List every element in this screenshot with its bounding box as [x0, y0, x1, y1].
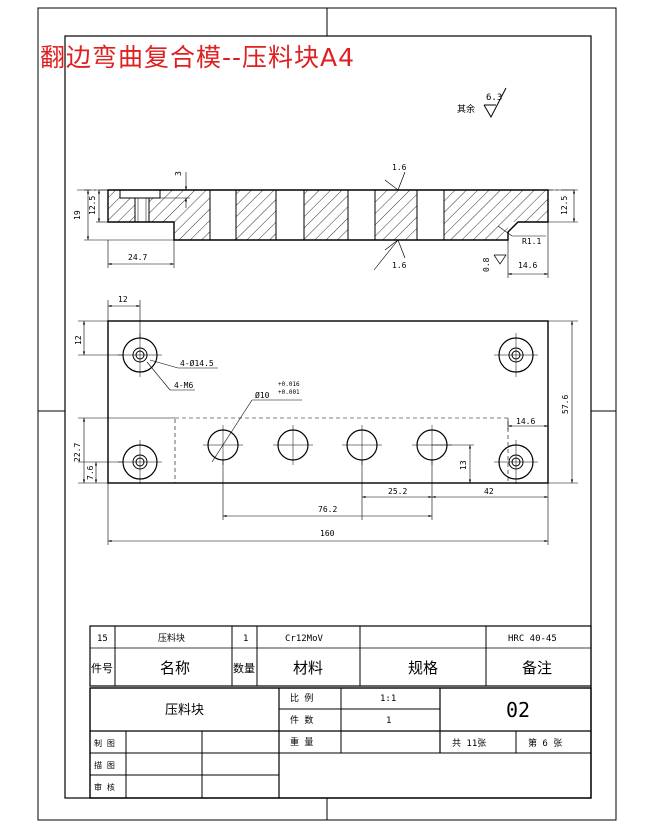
svg-text:件号: 件号 [91, 662, 113, 675]
svg-text:14.6: 14.6 [518, 261, 537, 270]
svg-text:24.7: 24.7 [128, 253, 147, 262]
svg-text:4-M6: 4-M6 [174, 381, 193, 390]
drawing-title: 翻边弯曲复合模--压料块A4 [40, 43, 356, 72]
svg-text:57.6: 57.6 [561, 395, 570, 414]
svg-text:压料块: 压料块 [165, 703, 204, 718]
svg-text:6.3: 6.3 [486, 93, 502, 103]
svg-text:共 11张: 共 11张 [452, 738, 486, 749]
svg-text:12: 12 [118, 295, 128, 304]
svg-text:1.6: 1.6 [392, 163, 407, 172]
svg-text:重 量: 重 量 [290, 736, 313, 748]
svg-text:3: 3 [174, 171, 183, 176]
svg-text:名称: 名称 [160, 659, 190, 677]
svg-text:材料: 材料 [293, 659, 323, 677]
svg-text:件 数: 件 数 [290, 714, 313, 726]
svg-text:160: 160 [320, 529, 335, 538]
svg-text:比 例: 比 例 [290, 692, 313, 704]
svg-text:Ø10: Ø10 [255, 390, 270, 400]
roughness-symbol: 其余 6.3 [457, 87, 507, 119]
svg-text:+0.001: +0.001 [278, 389, 300, 396]
section-view: 19 12.5 24.7 3 12.5 R1.1 0.8 14.6 1.6 1.… [73, 163, 578, 278]
svg-text:4-Ø14.5: 4-Ø14.5 [180, 358, 214, 368]
svg-text:13: 13 [459, 460, 468, 470]
svg-text:14.6: 14.6 [516, 417, 535, 426]
svg-text:第 6 张: 第 6 张 [528, 737, 562, 749]
parts-list: 15 压料块 1 Cr12MoV HRC 40-45 件号 名称 数量 材料 规… [89, 625, 592, 687]
svg-text:42: 42 [484, 487, 494, 496]
svg-text:审 核: 审 核 [94, 782, 115, 792]
svg-text:15: 15 [97, 634, 108, 644]
title-block: 压料块 比 例 1:1 件 数 1 重 量 02 共 11张 第 6 张 制 图… [89, 687, 592, 799]
svg-text:1:1: 1:1 [380, 694, 396, 704]
svg-text:其余: 其余 [457, 103, 475, 115]
svg-text:7.6: 7.6 [86, 465, 95, 480]
svg-text:0.8: 0.8 [482, 257, 491, 272]
svg-text:制 图: 制 图 [94, 738, 115, 748]
svg-text:25.2: 25.2 [388, 487, 407, 496]
plan-view: 12 12 4-Ø14.5 4-M6 Ø10 +0.016 +0.001 57.… [73, 295, 578, 545]
svg-text:1: 1 [243, 634, 248, 644]
svg-text:规格: 规格 [408, 659, 438, 677]
svg-text:19: 19 [73, 210, 82, 220]
svg-text:02: 02 [506, 698, 530, 722]
svg-text:数量: 数量 [233, 662, 255, 675]
svg-text:12.5: 12.5 [88, 196, 97, 215]
svg-text:备注: 备注 [522, 659, 552, 677]
svg-text:描 图: 描 图 [94, 760, 115, 770]
svg-text:HRC 40-45: HRC 40-45 [508, 634, 557, 644]
svg-text:22.7: 22.7 [73, 443, 82, 462]
svg-text:1: 1 [386, 716, 391, 726]
svg-text:76.2: 76.2 [318, 505, 337, 514]
svg-text:1.6: 1.6 [392, 261, 407, 270]
svg-text:R1.1: R1.1 [522, 237, 541, 246]
svg-text:Cr12MoV: Cr12MoV [285, 634, 324, 644]
svg-text:12: 12 [74, 335, 83, 345]
svg-text:12.5: 12.5 [560, 196, 569, 215]
svg-text:压料块: 压料块 [158, 632, 185, 644]
svg-text:+0.016: +0.016 [278, 381, 300, 388]
